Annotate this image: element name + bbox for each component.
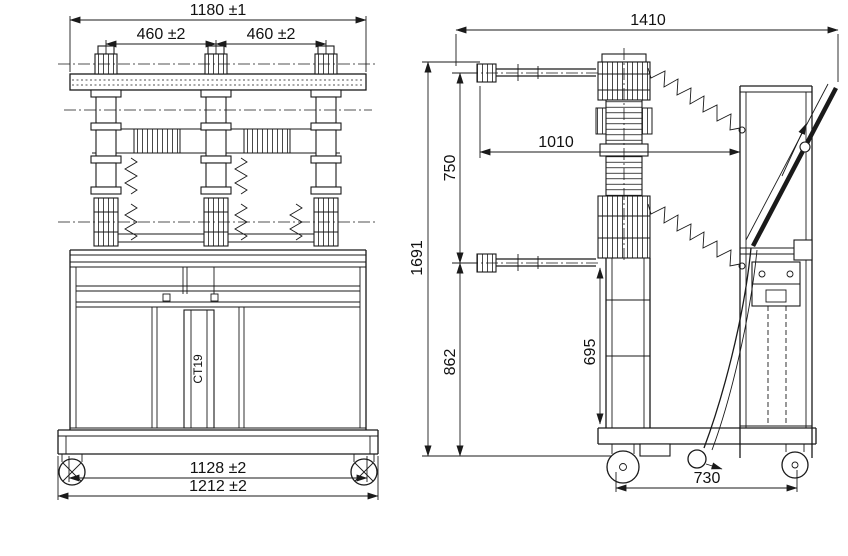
operating-lever xyxy=(745,83,838,248)
dim-overall-depth: 1410 xyxy=(455,12,839,82)
dim-pole-pitch: 460 ±2 460 ±2 xyxy=(105,26,327,54)
cable-pull-arrow xyxy=(705,462,723,470)
pole-center xyxy=(200,45,232,247)
front-base xyxy=(57,429,379,455)
ct-label: CT19 xyxy=(191,354,205,384)
pole-left xyxy=(90,45,122,247)
dim-lower-terminal-height: 862 xyxy=(442,262,464,457)
dim-label-terminal-spacing: 750 xyxy=(442,155,459,182)
front-view: CT19 xyxy=(57,2,379,500)
upper-insulator-coil xyxy=(647,67,746,134)
dim-label-terminal-reach: 1010 xyxy=(538,134,574,151)
dim-frame-height: 695 xyxy=(582,267,604,425)
dim-label-frame-height: 695 xyxy=(582,339,599,366)
front-wheel-right xyxy=(350,454,378,486)
dim-terminal-spacing: 750 xyxy=(442,72,478,264)
side-wheel-rear xyxy=(781,444,809,479)
spring-upper-left xyxy=(124,157,138,195)
front-frame xyxy=(69,249,367,430)
dim-overall-width: 1180 ±1 xyxy=(69,2,367,72)
dim-wheel-track: 1128 ±2 xyxy=(68,456,368,482)
side-wheel-front xyxy=(606,444,640,484)
front-mid-rail xyxy=(92,128,340,154)
dim-wheel-base: 730 xyxy=(615,470,798,492)
spring-upper-center xyxy=(234,157,248,195)
operating-frame xyxy=(739,85,813,458)
dim-label-overall-height: 1691 xyxy=(409,240,426,276)
dim-label-base-width: 1212 ±2 xyxy=(189,478,247,495)
dim-label-pole-pitch-right: 460 ±2 xyxy=(247,26,296,43)
dim-label-wheel-track: 1128 ±2 xyxy=(190,460,247,477)
side-base xyxy=(597,427,817,457)
pole-column-side xyxy=(595,53,653,428)
front-wheel-left xyxy=(58,454,86,486)
ct-box: CT19 xyxy=(183,309,215,429)
dim-label-overall-width: 1180 ±1 xyxy=(190,2,247,19)
dim-label-pole-pitch-left: 460 ±2 xyxy=(137,26,186,43)
dim-label-lower-terminal-height: 862 xyxy=(442,349,459,376)
side-view: 1410 1010 1691 750 862 695 xyxy=(409,12,839,492)
front-top-rail xyxy=(69,73,367,91)
dim-label-wheel-base: 730 xyxy=(694,470,721,487)
pole-right xyxy=(310,45,342,247)
dim-terminal-reach: 1010 xyxy=(479,86,741,158)
dim-overall-height: 1691 xyxy=(409,61,612,457)
closing-cable xyxy=(687,247,758,470)
dim-base-width: 1212 ±2 xyxy=(57,456,379,500)
lower-insulator-coil xyxy=(647,203,746,270)
lever-motion-arrow xyxy=(781,123,807,177)
dim-label-overall-depth: 1410 xyxy=(630,12,666,29)
